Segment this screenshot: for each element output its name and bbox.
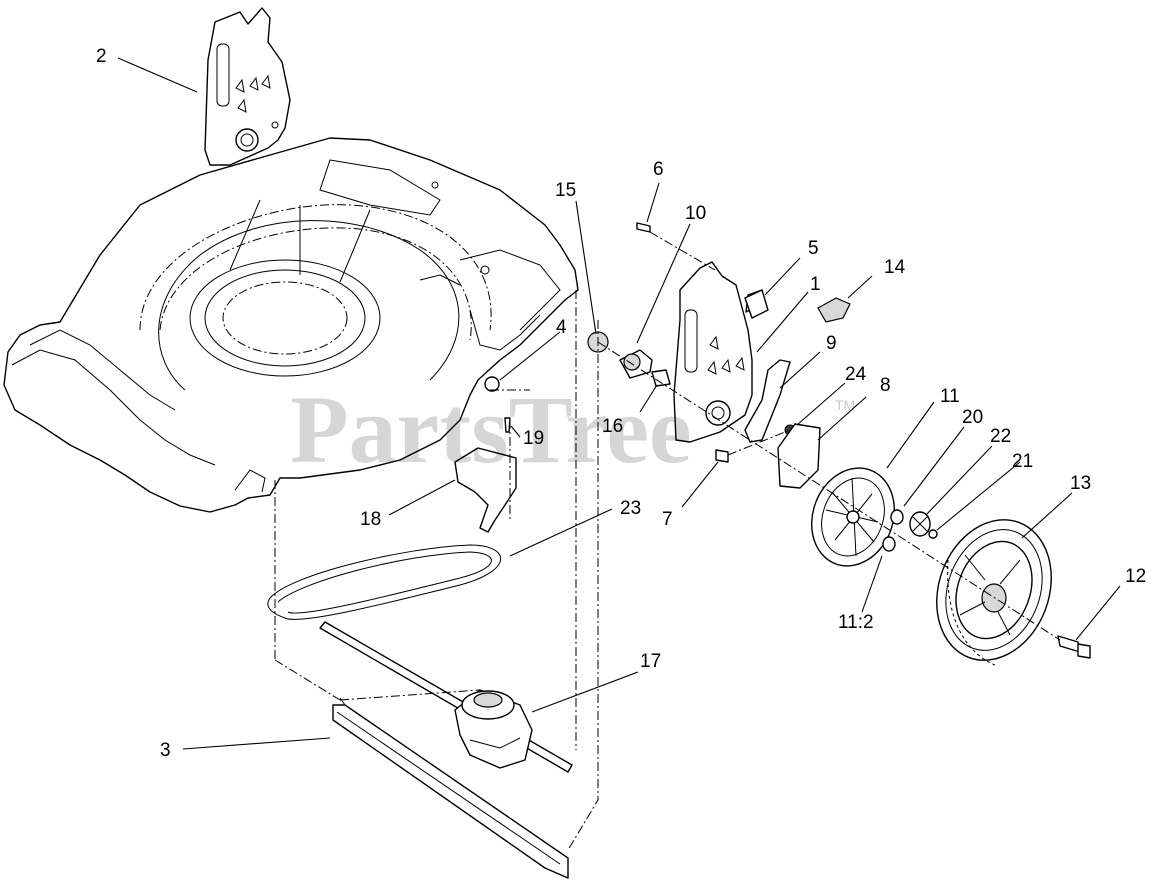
callout-10: 10 (685, 203, 706, 224)
drive-belt[interactable] (267, 544, 502, 620)
callout-16: 16 (602, 416, 623, 437)
snap-ring[interactable] (928, 529, 938, 539)
hex-nut[interactable] (484, 376, 500, 392)
adjuster-knob[interactable] (817, 297, 851, 323)
height-adjuster-bracket-left[interactable] (204, 7, 291, 166)
mower-deck[interactable] (3, 137, 579, 513)
wheel-bracket[interactable] (777, 423, 821, 489)
axle-bushing-assembly[interactable] (619, 349, 653, 379)
wheel-bolt[interactable] (1057, 635, 1091, 659)
callout-12: 12 (1125, 566, 1146, 587)
wheel[interactable] (918, 504, 1071, 677)
rear-skirt[interactable] (332, 697, 569, 879)
leader-lines (117, 57, 1121, 750)
callout-1: 1 (810, 274, 821, 295)
spacer[interactable] (651, 369, 671, 387)
callout-22: 22 (990, 426, 1011, 447)
watermark: PartsTree (290, 376, 692, 483)
transmission[interactable] (454, 689, 533, 769)
self-tap-screw[interactable] (504, 417, 511, 433)
callout-19: 19 (523, 428, 544, 449)
clevis-pin[interactable] (636, 222, 651, 233)
callout-20: 20 (962, 407, 983, 428)
pinion-gear[interactable] (909, 511, 931, 537)
axle-rod[interactable] (319, 621, 573, 773)
shoulder-bolt[interactable] (715, 449, 729, 463)
callout-11: 11 (940, 386, 960, 407)
height-lever[interactable] (744, 359, 791, 443)
callout-13: 13 (1070, 473, 1091, 494)
thrust-washer[interactable] (890, 509, 904, 525)
watermark-trademark: TM (835, 397, 855, 413)
callout-6: 6 (653, 159, 664, 180)
callout-11-2: 11:2 (838, 612, 874, 633)
callout-21: 21 (1012, 451, 1033, 472)
callout-4: 4 (556, 317, 567, 338)
callout-9: 9 (826, 333, 837, 354)
wheel-washer[interactable] (882, 536, 896, 552)
callout-24: 24 (845, 364, 867, 385)
callout-7: 7 (662, 509, 673, 530)
callout-labels: 2 4 6 15 10 5 1 14 9 24 8 16 19 18 7 23 … (96, 46, 1146, 761)
assembly-lines (274, 231, 1061, 851)
callout-8: 8 (880, 375, 891, 396)
callout-15: 15 (555, 180, 576, 201)
callout-23: 23 (620, 498, 641, 519)
spring-clip[interactable] (744, 289, 769, 319)
callout-14: 14 (884, 257, 906, 278)
callout-5: 5 (808, 238, 819, 259)
callout-2: 2 (96, 46, 107, 67)
callout-3: 3 (160, 740, 171, 761)
callout-18: 18 (360, 509, 381, 530)
callout-17: 17 (640, 651, 661, 672)
